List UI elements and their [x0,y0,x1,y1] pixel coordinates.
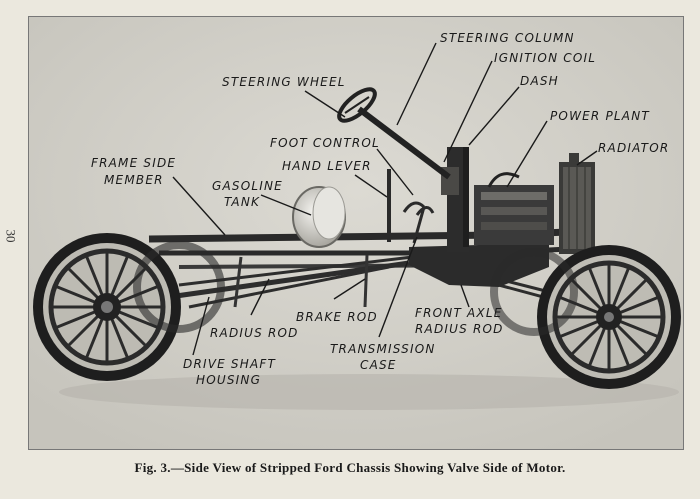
label-transmission-case-line1: TRANSMISSION [330,342,436,356]
radiator-body [559,153,595,254]
front-wheel [537,245,681,389]
figure-caption: Fig. 3.—Side View of Stripped Ford Chass… [134,460,566,475]
label-frame-side-member-line1: FRAME SIDE [91,156,177,170]
pedals-and-levers [387,169,435,244]
label-transmission-case-line2: CASE [360,358,397,372]
far-rear-wheel [133,241,225,333]
label-drive-shaft-housing-line2: HOUSING [196,373,262,387]
label-gasoline-tank-line1: GASOLINE [212,179,283,193]
label-ignition-coil: IGNITION COIL [494,51,597,65]
label-hand-lever: HAND LEVER [282,159,372,173]
label-front-axle-radius-rod-line2: RADIUS ROD [415,322,504,336]
label-power-plant: POWER PLANT [550,109,650,123]
label-steering-wheel: STEERING WHEEL [222,75,346,89]
gasoline-tank-body [292,186,346,248]
chassis-photograph [28,16,684,450]
far-front-wheel [490,248,578,336]
label-frame-side-member-line2: MEMBER [104,173,164,187]
label-drive-shaft-housing-line1: DRIVE SHAFT [183,357,277,371]
page-number: 30 [3,229,19,243]
label-radius-rod: RADIUS ROD [210,326,299,340]
leader-lines [172,42,598,356]
chassis-illustration [29,17,683,449]
rear-wheel [33,233,181,381]
label-front-axle-radius-rod-line1: FRONT AXLE [415,306,503,320]
label-steering-column: STEERING COLUMN [440,31,575,45]
brake-rods [233,254,369,308]
label-dash: DASH [520,74,559,88]
label-foot-control: FOOT CONTROL [270,136,380,150]
label-radiator: RADIATOR [598,141,670,155]
label-gasoline-tank-line2: TANK [224,195,261,209]
label-brake-rod: BRAKE ROD [296,310,378,324]
steering-assembly [337,87,451,180]
ground-shadow [59,374,679,410]
